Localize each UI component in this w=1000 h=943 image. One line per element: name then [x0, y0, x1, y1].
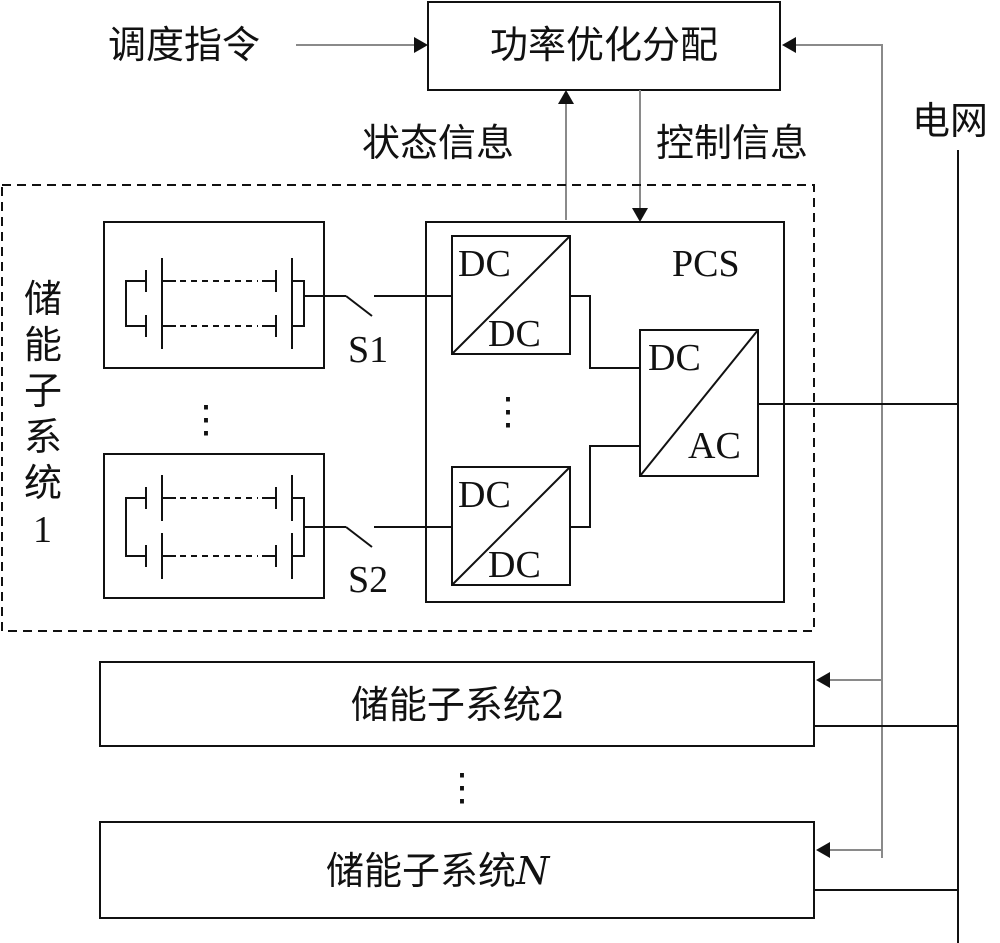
grid-label: 电网	[912, 99, 988, 143]
switch-1-label: S1	[348, 329, 388, 371]
subsystem-1-char-2: 能	[24, 323, 62, 367]
dcdc-converter-1: DC DC	[451, 235, 571, 355]
battery-pack-2	[103, 453, 325, 599]
dcac-converter-diagonal	[639, 329, 759, 477]
feedback-arrowhead-sub2	[816, 672, 830, 688]
dcdc-converter-2-diagonal	[451, 466, 571, 586]
dcdc-converter-2: DC DC	[451, 466, 571, 586]
subsystem-n-label: 储能子系统N	[326, 849, 551, 893]
dcdc-converter-2-top-label: DC	[458, 474, 511, 516]
dcdc-converter-1-top-label: DC	[458, 243, 511, 285]
power-optimization-box	[427, 1, 781, 91]
dcdc-converter-1-bottom-label: DC	[488, 313, 541, 355]
dcac-converter: DC AC	[639, 329, 759, 477]
subsystem-n-box	[99, 821, 815, 919]
feedback-arrowhead-subN	[816, 842, 830, 858]
subsystem-2-label: 储能子系统2	[351, 683, 565, 727]
subsystem-1-char-6: 1	[33, 509, 52, 551]
battery-pack-1	[103, 221, 325, 369]
subsystem-1-boundary	[1, 184, 815, 632]
battery-2-left-bus	[125, 497, 146, 557]
subsystem-1-char-4: 系	[24, 415, 62, 459]
subsystem-1-vertical-label: 储 能 子 系 统 1	[24, 277, 62, 551]
subsystem-2-box	[99, 661, 815, 747]
feedback-loop-line	[796, 44, 883, 858]
subsystem-n-prefix: 储能子系统	[326, 849, 516, 893]
control-info-label: 控制信息	[656, 121, 808, 165]
dcac-converter-top-label: DC	[648, 337, 701, 379]
battery-2-right-bus	[292, 497, 305, 557]
dispatch-arrowhead	[414, 37, 428, 53]
converter-ellipsis: ⋮	[489, 389, 527, 433]
control-info-arrowhead	[632, 208, 648, 222]
status-info-label: 状态信息	[362, 121, 514, 165]
pcs-box	[425, 221, 785, 603]
dispatch-command-label: 调度指令	[108, 23, 260, 67]
subsystem-n-suffix: N	[515, 849, 551, 893]
switch-1-blade	[345, 295, 373, 317]
switch-2-label: S2	[348, 559, 388, 601]
feedback-arrowhead-top	[782, 37, 796, 53]
battery-1-right-bus	[292, 280, 305, 327]
subsystem-ellipsis: ⋮	[443, 765, 481, 809]
subsystem-1-char-3: 子	[24, 369, 62, 413]
dcdc-converter-1-diagonal	[451, 235, 571, 355]
pcs-label: PCS	[672, 243, 740, 285]
switch-2-blade	[345, 526, 373, 548]
dcdc-2-to-dcac-wire	[570, 445, 640, 528]
battery-pack-ellipsis: ⋮	[187, 397, 225, 441]
battery-1-left-bus	[125, 280, 146, 327]
status-info-arrowhead	[558, 90, 574, 104]
power-optimization-label: 功率优化分配	[490, 23, 718, 67]
subsystem-1-char-5: 统	[24, 461, 62, 505]
dcac-converter-bottom-label: AC	[688, 425, 741, 467]
subsystem-1-char-1: 储	[24, 277, 62, 321]
dcdc-1-to-dcac-wire	[570, 295, 640, 369]
dcdc-converter-2-bottom-label: DC	[488, 544, 541, 586]
